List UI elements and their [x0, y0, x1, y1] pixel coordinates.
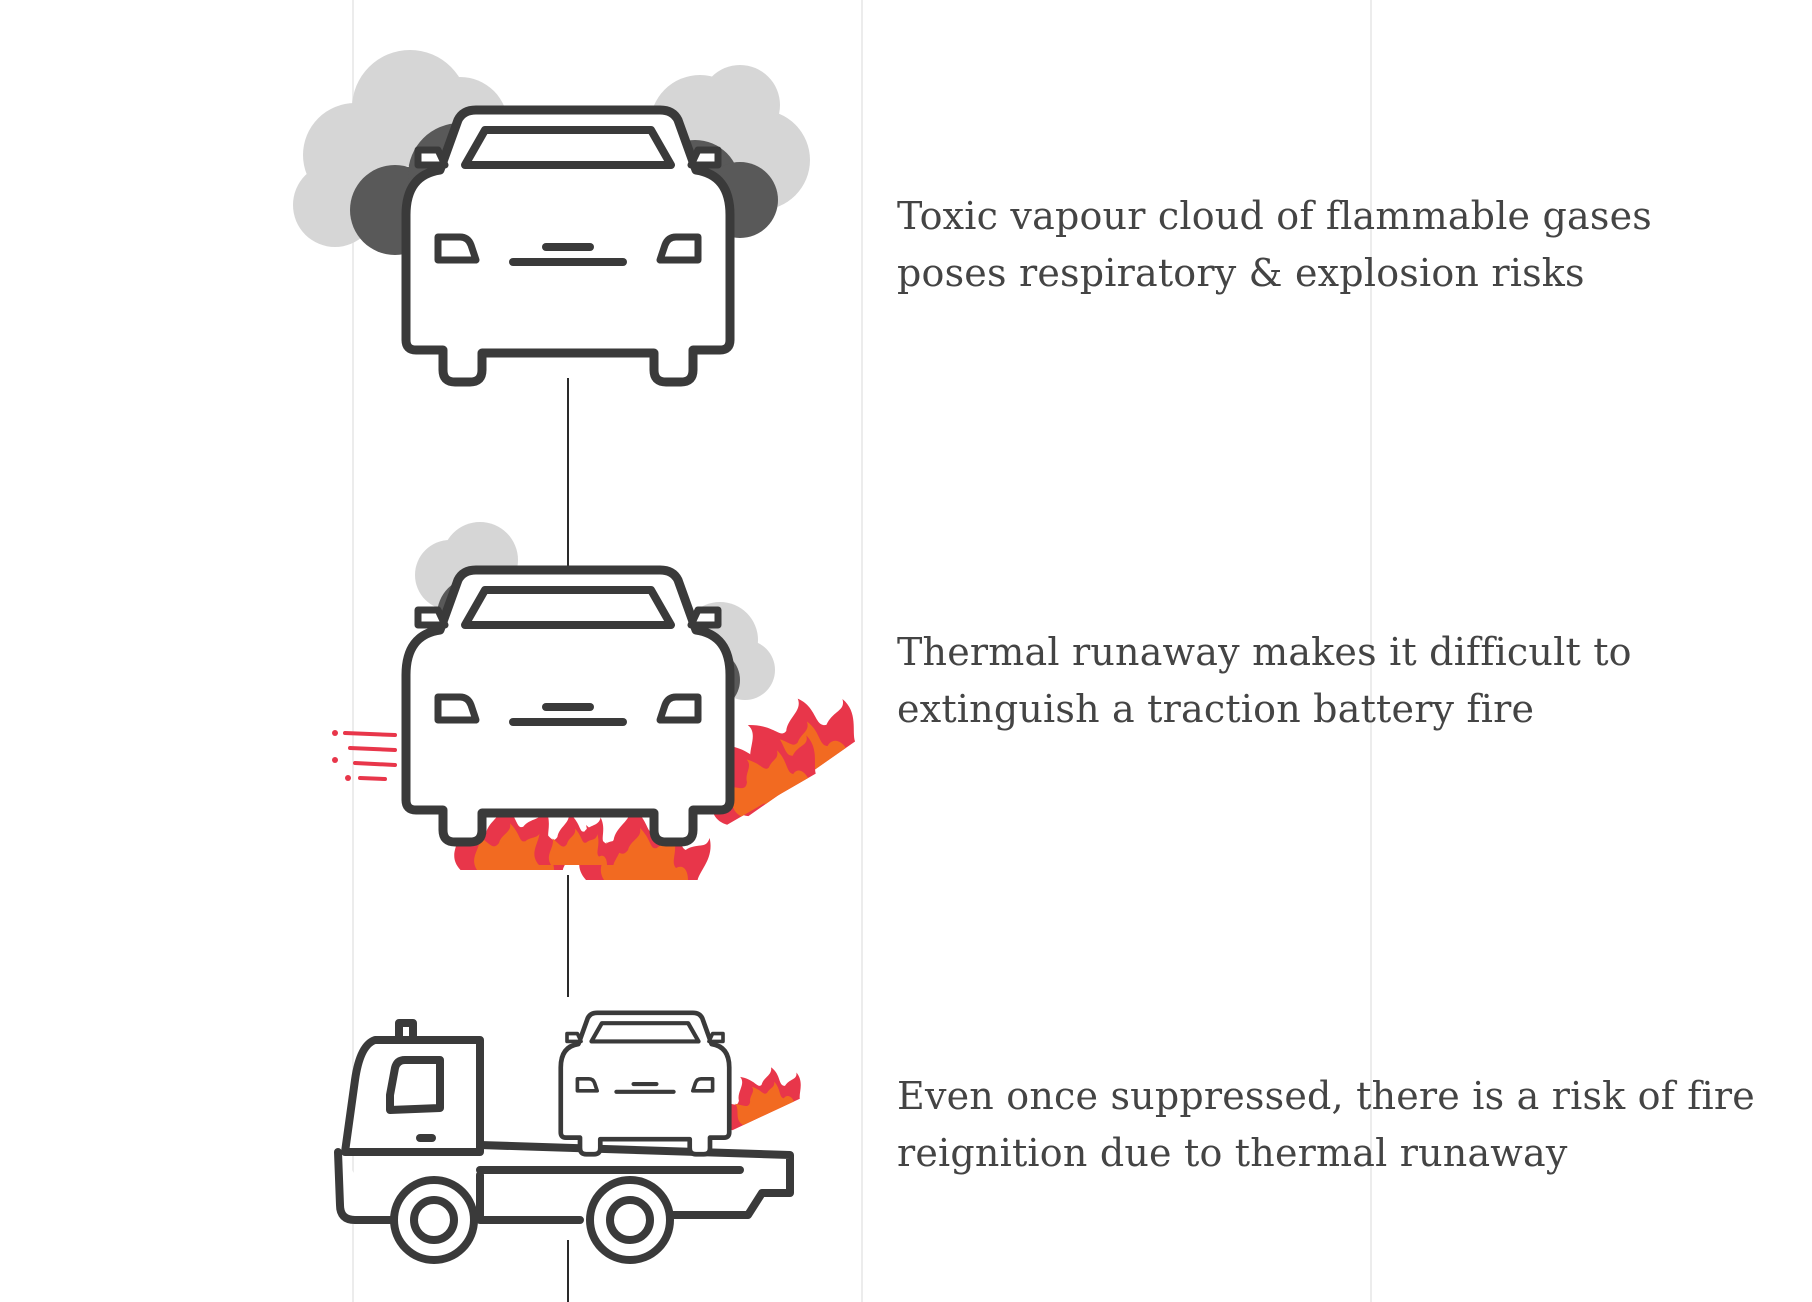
step-2-caption: Thermal runaway makes it difficult to ex…: [897, 630, 1632, 731]
timeline-connector-3: [567, 1240, 569, 1302]
car-icon-1: [406, 110, 730, 382]
step-3-caption: Even once suppressed, there is a risk of…: [897, 1074, 1755, 1175]
timeline-connector-1: [567, 378, 569, 623]
car-with-smoke-illustration: [293, 50, 810, 382]
guide-line-left: [352, 0, 354, 1302]
step-1-caption: Toxic vapour cloud of flammable gases po…: [897, 194, 1652, 295]
timeline-connector-2: [567, 875, 569, 997]
car-icon-2: [406, 570, 730, 842]
guide-line-middle: [861, 0, 863, 1302]
tow-truck-illustration: [334, 1019, 794, 1264]
speed-lines-icon: [332, 730, 397, 781]
guide-line-right: [1370, 0, 1372, 1302]
car-icon-3: [561, 1013, 729, 1154]
car-on-fire-illustration: [332, 522, 868, 880]
